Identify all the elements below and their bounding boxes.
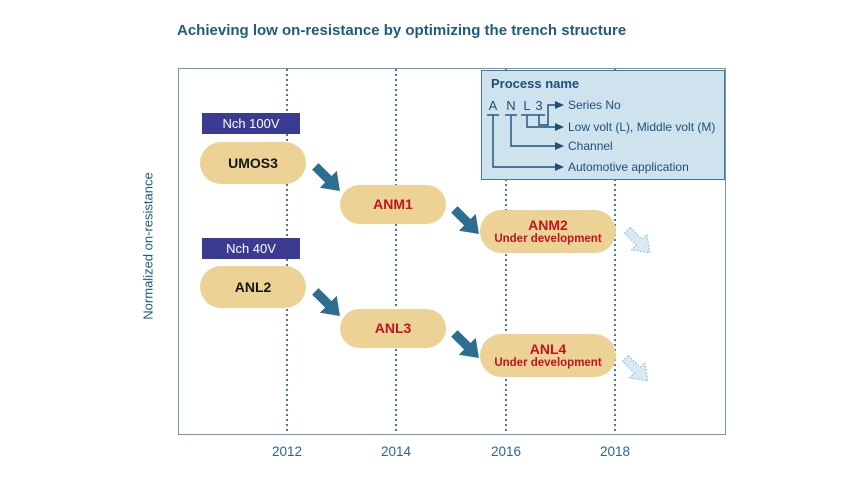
legend-letter-a: A — [488, 98, 498, 113]
legend-letter-l: L — [523, 98, 531, 113]
legend-entry-channel: Channel — [568, 139, 613, 153]
node-anm2-label: ANM2 — [528, 216, 568, 233]
legend-title: Process name — [491, 76, 580, 91]
arrow-umos3-to-anm1-icon — [312, 163, 340, 191]
node-anm1-label: ANM1 — [373, 196, 413, 212]
node-anl4-status: Under development — [494, 356, 602, 369]
x-tick-2018: 2018 — [599, 444, 631, 459]
future-arrow-anm2-icon — [623, 226, 651, 254]
node-anm1: ANM1 — [340, 185, 446, 224]
gridline-2014 — [395, 69, 397, 434]
legend-entry-series-no: Series No — [568, 98, 621, 112]
node-umos3: UMOS3 — [200, 142, 306, 184]
voltage-label-nch100v: Nch 100V — [202, 113, 300, 134]
node-anl2-label: ANL2 — [234, 278, 272, 295]
x-tick-2016: 2016 — [490, 444, 522, 459]
node-anm2-status: Under development — [494, 232, 602, 245]
node-anl4: ANL4 Under development — [480, 334, 616, 377]
future-arrow-anl4-icon — [621, 354, 649, 382]
node-umos3-label: UMOS3 — [228, 154, 278, 171]
legend-letter-3: 3 — [535, 98, 543, 113]
node-anl2: ANL2 — [200, 266, 306, 308]
node-anl4-label: ANL4 — [529, 340, 567, 357]
process-name-legend: Process name A N L 3 Series No — [481, 70, 725, 180]
arrow-anm1-to-anm2-icon — [451, 206, 479, 234]
x-tick-2014: 2014 — [380, 444, 412, 459]
arrow-anl2-to-anl3-icon — [312, 288, 340, 316]
arrow-anl3-to-anl4-icon — [451, 330, 479, 358]
legend-letter-n: N — [506, 98, 516, 113]
x-tick-2012: 2012 — [271, 444, 303, 459]
y-axis-label: Normalized on-resistance — [140, 172, 156, 320]
gridline-2018 — [614, 69, 616, 434]
legend-entry-automotive: Automotive application — [568, 160, 689, 174]
node-anl3-label: ANL3 — [374, 320, 412, 336]
legend-entry-volt-class: Low volt (L), Middle volt (M) — [568, 120, 716, 134]
figure-title: Achieving low on-resistance by optimizin… — [177, 22, 627, 39]
legend-connector-lines — [487, 101, 564, 171]
node-anm2: ANM2 Under development — [480, 210, 616, 253]
voltage-label-nch40v: Nch 40V — [202, 238, 300, 259]
node-anl3: ANL3 — [340, 309, 446, 348]
